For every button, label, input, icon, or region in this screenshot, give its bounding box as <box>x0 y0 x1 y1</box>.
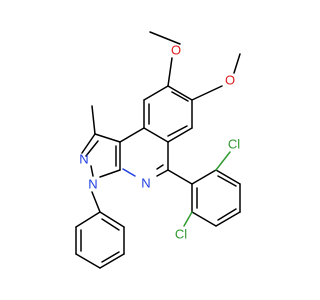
bond <box>183 211 193 227</box>
bond <box>156 164 164 170</box>
atom-label-nitrogen: N <box>88 177 97 192</box>
bond <box>119 127 145 143</box>
bond <box>94 133 121 143</box>
atom-label-nitrogen: N <box>79 152 88 167</box>
structure-canvas: O O N N N Cl Cl <box>75 31 241 269</box>
bond <box>167 125 188 137</box>
bond <box>167 169 193 185</box>
bond <box>217 208 237 221</box>
atom-label-chlorine: Cl <box>175 227 187 242</box>
atom-label-chlorine: Cl <box>228 137 240 152</box>
bond <box>99 253 125 269</box>
bond <box>143 85 169 101</box>
bond <box>217 175 237 187</box>
bond <box>191 169 217 185</box>
atom-label-nitrogen: N <box>141 176 150 191</box>
atom-label-oxygen: O <box>171 43 181 58</box>
bond <box>122 168 136 177</box>
bond <box>99 169 121 178</box>
atom-labels: O O N N N Cl Cl <box>79 43 240 242</box>
bond <box>85 140 99 157</box>
bond <box>149 31 181 45</box>
bond <box>81 133 96 154</box>
molecule-diagram: O O N N N Cl Cl <box>75 31 241 269</box>
bond <box>191 85 223 101</box>
bond <box>101 218 120 231</box>
bond <box>167 57 173 87</box>
bond <box>215 169 241 185</box>
bonds <box>75 31 241 269</box>
bond <box>90 165 94 177</box>
bond <box>171 91 189 102</box>
bond <box>143 127 169 143</box>
bond <box>91 191 101 213</box>
bond <box>101 251 120 263</box>
bond <box>75 253 101 269</box>
bond <box>191 211 217 227</box>
bond <box>215 151 231 171</box>
bond <box>91 105 96 135</box>
bond <box>167 85 193 101</box>
atom-label-oxygen: O <box>225 73 235 88</box>
bond <box>156 169 169 177</box>
bond <box>167 127 193 143</box>
bond <box>215 211 241 227</box>
bond <box>233 53 241 74</box>
bond <box>75 211 101 228</box>
bond <box>99 211 125 228</box>
